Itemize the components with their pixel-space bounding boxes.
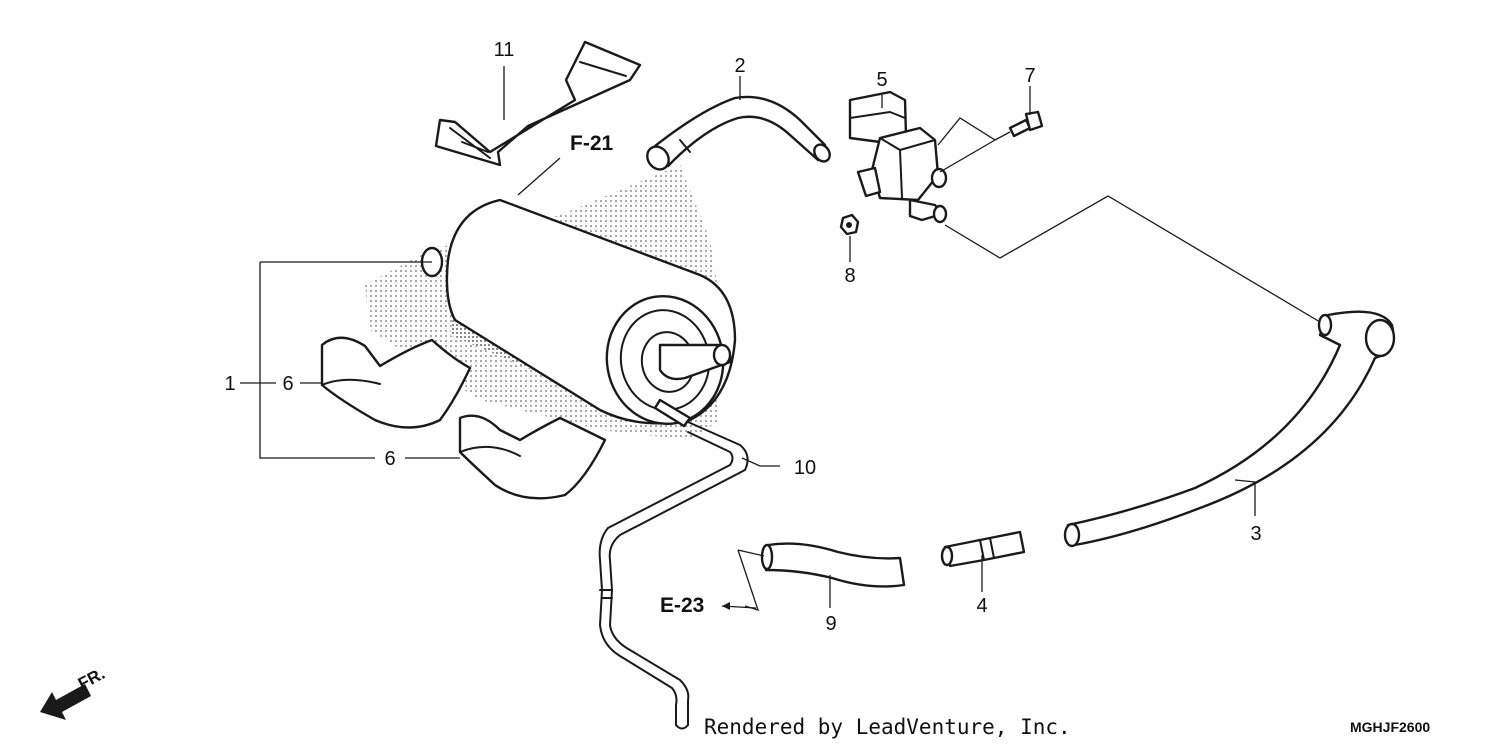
ref-f21[interactable]: F-21	[570, 132, 614, 155]
callout-5: 5	[876, 69, 887, 91]
callout-11: 11	[494, 39, 515, 61]
callout-6b: 6	[384, 448, 395, 470]
callout-3: 3	[1250, 523, 1261, 545]
bolt-part-7[interactable]	[1008, 110, 1044, 138]
callout-2: 2	[734, 55, 745, 77]
cushion-part-6b[interactable]	[458, 414, 607, 500]
callout-6a: 6	[282, 373, 293, 395]
callouts: 1 2 3 4 5 6 6 7 8 9 10 11	[224, 39, 1261, 635]
callout-1: 1	[224, 373, 235, 395]
diagram-code: MGHJF2600	[1350, 719, 1430, 735]
cushion-part-6a[interactable]	[320, 336, 472, 429]
tube-part-10[interactable]	[598, 421, 749, 730]
nut-part-8[interactable]	[839, 213, 860, 236]
solenoid-part-5[interactable]	[848, 90, 948, 224]
strap-part-11[interactable]	[434, 40, 642, 167]
leader-lines	[240, 66, 1321, 611]
callout-9: 9	[825, 613, 836, 635]
callout-10: 10	[794, 457, 816, 479]
front-arrow-icon: FR.	[40, 664, 108, 720]
footer-credit: Rendered by LeadVenture, Inc.	[704, 715, 1071, 739]
hose-part-9[interactable]	[760, 542, 906, 588]
callout-7: 7	[1024, 65, 1035, 87]
hose-part-2[interactable]	[643, 95, 833, 174]
joint-part-4[interactable]	[940, 530, 1026, 568]
callout-8: 8	[844, 265, 855, 287]
hose-part-3[interactable]	[1063, 310, 1396, 548]
canister-part-1[interactable]	[420, 198, 737, 433]
ref-e23[interactable]: E-23	[660, 594, 704, 617]
callout-4: 4	[976, 595, 987, 617]
